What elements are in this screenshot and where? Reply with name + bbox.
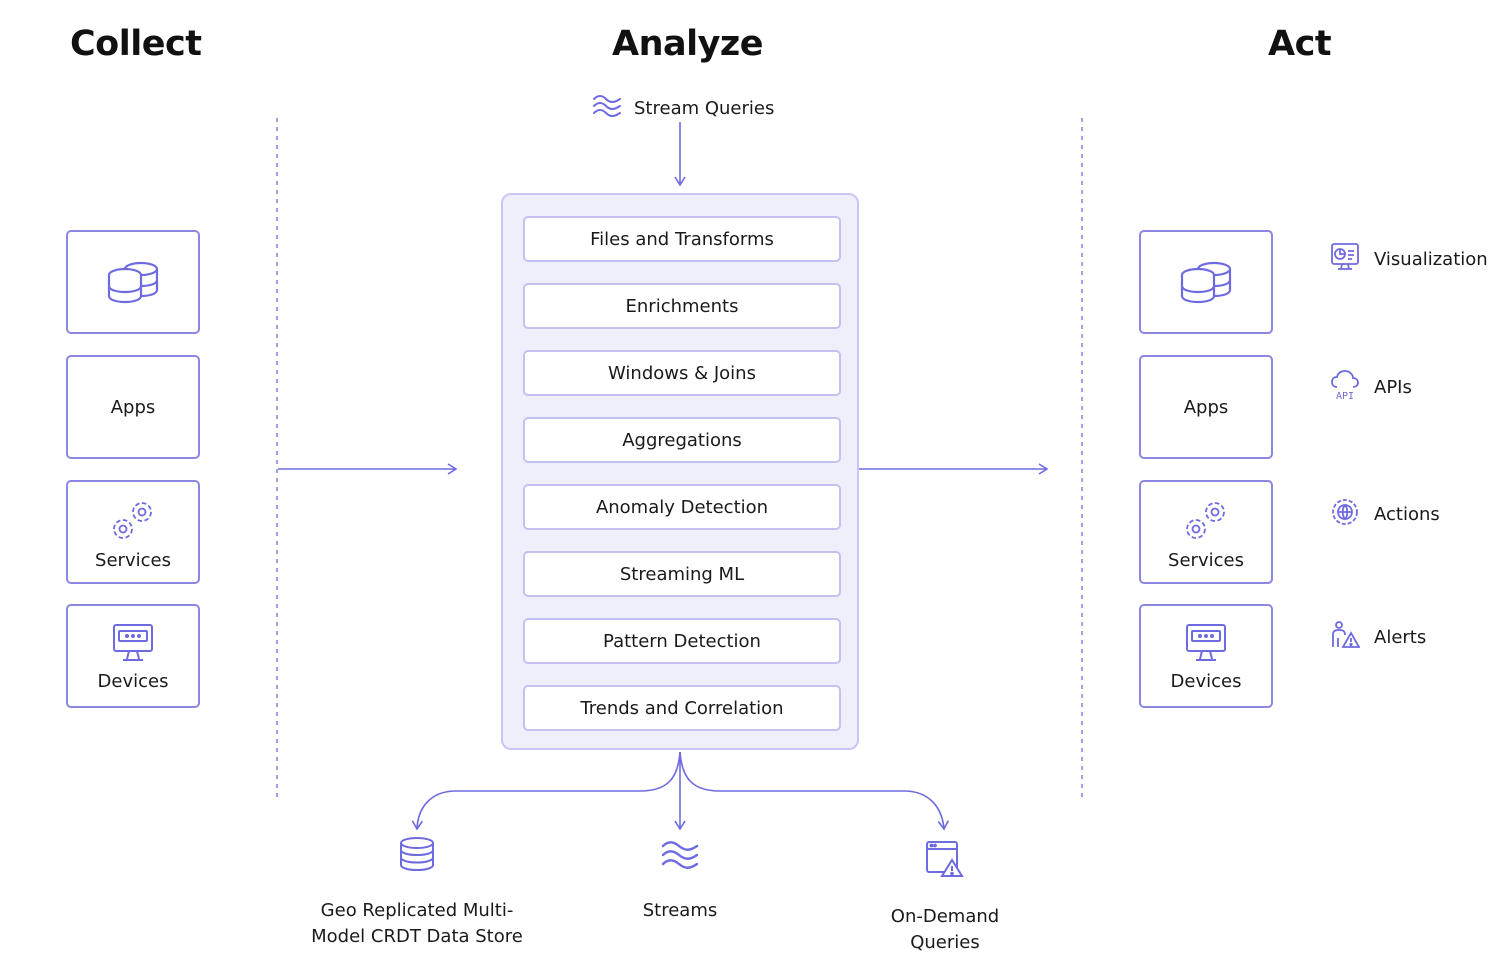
output-datastore: Geo Replicated Multi- Model CRDT Data St…: [297, 836, 537, 950]
act-item-apis[interactable]: API APIs: [1330, 370, 1412, 405]
act-card-devices[interactable]: Devices: [1139, 604, 1273, 708]
person-alert-icon: [1330, 620, 1361, 655]
output-label-line1: On-Demand: [890, 906, 1000, 927]
pipeline-step[interactable]: Enrichments: [523, 283, 841, 329]
collect-card-label: Apps: [110, 396, 156, 418]
output-streams: Streams: [600, 840, 760, 924]
collect-card-database[interactable]: [66, 230, 200, 334]
ondemand-output-arrow: [679, 751, 949, 831]
act-card-label: Devices: [1170, 671, 1242, 692]
monitor-icon: [1185, 623, 1227, 663]
pipeline-step[interactable]: Streaming ML: [523, 551, 841, 597]
gears-icon: [1181, 498, 1231, 542]
gears-icon: [108, 498, 158, 542]
act-item-actions[interactable]: Actions: [1330, 497, 1440, 532]
act-card-services[interactable]: Services: [1139, 480, 1273, 584]
globe-gear-icon: [1330, 497, 1360, 532]
act-item-alerts[interactable]: Alerts: [1330, 620, 1426, 655]
waves-icon: [660, 840, 700, 898]
monitor-icon: [112, 623, 154, 663]
output-on-demand-queries: On-Demand Queries: [845, 840, 1045, 956]
act-heading: Act: [1268, 24, 1332, 64]
waves-icon: [592, 94, 622, 123]
act-card-database[interactable]: [1139, 230, 1273, 334]
act-item-label: Alerts: [1374, 627, 1427, 648]
stream-queries-input: Stream Queries: [592, 94, 774, 123]
pipeline-step[interactable]: Pattern Detection: [523, 618, 841, 664]
database-icon: [399, 836, 435, 898]
act-card-label: Apps: [1183, 396, 1229, 418]
pipeline-step[interactable]: Trends and Correlation: [523, 685, 841, 731]
output-label-line1: Streams: [642, 900, 718, 921]
cloud-api-icon: API: [1330, 370, 1360, 405]
database-stack-icon: [106, 260, 160, 304]
pipeline-step[interactable]: Files and Transforms: [523, 216, 841, 262]
output-label-line2: Model CRDT Data Store: [311, 926, 523, 947]
window-alert-icon: [925, 840, 965, 904]
act-item-visualization[interactable]: Visualization: [1330, 242, 1488, 277]
output-label-line2: Queries: [910, 932, 980, 953]
act-card-apps[interactable]: Apps: [1139, 355, 1273, 459]
act-item-label: APIs: [1374, 377, 1412, 398]
collect-card-services[interactable]: Services: [66, 480, 200, 584]
act-item-label: Visualization: [1374, 249, 1488, 270]
chart-monitor-icon: [1330, 242, 1360, 277]
collect-heading: Collect: [70, 24, 202, 64]
pipeline-step[interactable]: Windows & Joins: [523, 350, 841, 396]
collect-card-label: Devices: [97, 671, 169, 692]
analyze-pipeline-panel: Files and Transforms Enrichments Windows…: [501, 193, 859, 750]
pipeline-step[interactable]: Aggregations: [523, 417, 841, 463]
datastore-output-arrow: [411, 751, 681, 831]
collect-card-label: Services: [95, 550, 171, 571]
analyze-heading: Analyze: [612, 24, 764, 64]
collect-card-apps[interactable]: Apps: [66, 355, 200, 459]
pipeline-step[interactable]: Anomaly Detection: [523, 484, 841, 530]
act-card-label: Services: [1168, 550, 1244, 571]
stream-queries-label: Stream Queries: [634, 98, 775, 119]
collect-card-devices[interactable]: Devices: [66, 604, 200, 708]
api-glyph: API: [1336, 391, 1354, 400]
database-stack-icon: [1179, 260, 1233, 304]
output-label-line1: Geo Replicated Multi-: [320, 900, 514, 921]
act-item-label: Actions: [1374, 504, 1440, 525]
